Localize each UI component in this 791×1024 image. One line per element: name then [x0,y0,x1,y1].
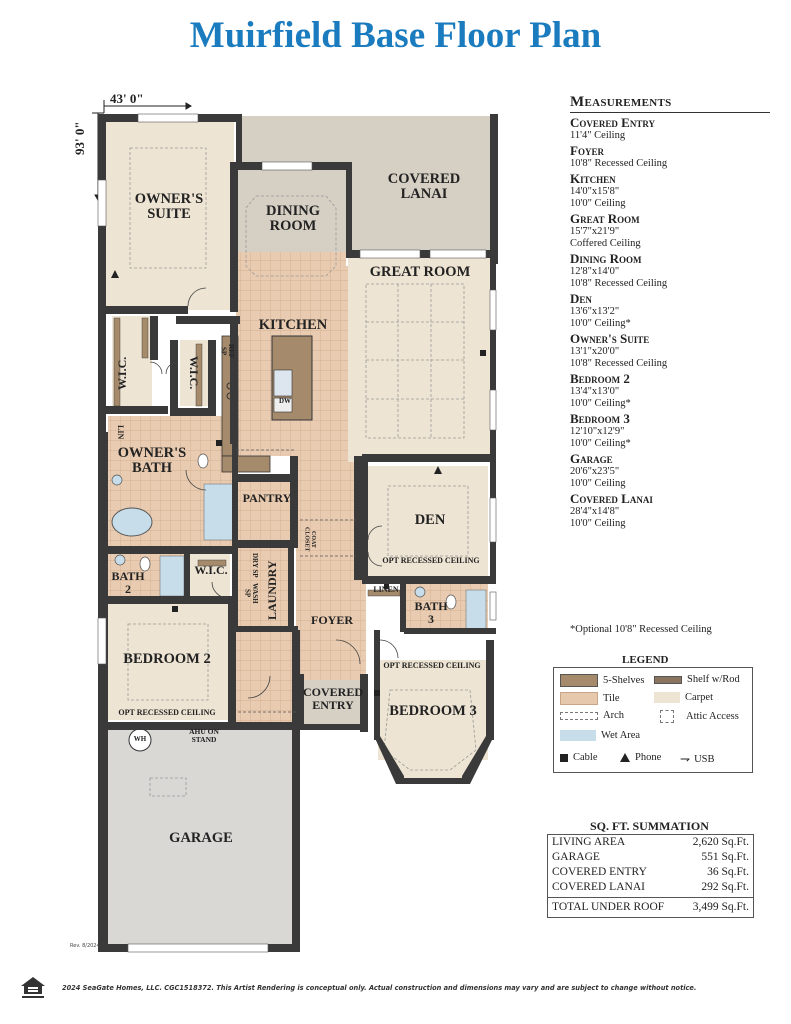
room-label-laundry: LAUNDRY [265,560,279,620]
equal-housing-icon [21,977,45,998]
room-label-bedroom3: BEDROOM 3 [389,703,477,719]
room-label-bath3: BATH 3 [414,599,448,626]
dishwasher: DW [278,397,292,405]
legend-carpet: Carpet [654,692,713,703]
arch-swatch [560,711,598,720]
measurement-item: Covered Lanai 28'4"x14'8" 10'0" Ceiling [570,491,653,530]
sqft-row: LIVING AREA 2,620 Sq.Ft. [552,836,749,848]
phone-icon [620,753,630,762]
measurement-item: Den 13'6"x13'2" 10'0" Ceiling* [570,291,631,330]
measurements-heading: Measurements [570,94,770,113]
coffered-ceiling [365,283,465,439]
legend-title: LEGEND [622,654,669,666]
optional-ceiling-note: *Optional 10'8" Recessed Ceiling [570,624,712,635]
room-label-wic-2: W.I.C. [187,356,201,390]
measurement-item: Foyer 10'8" Recessed Ceiling [570,143,668,170]
garage-floor [100,730,296,946]
measurement-item: Bedroom 3 12'10"x12'9" 10'0" Ceiling* [570,411,631,450]
water-heater: WH [133,735,147,743]
legend-arch: Arch [560,710,624,721]
legend-usb: ⇁ USB [680,752,715,766]
legend-phone: Phone [620,752,661,763]
legend-attic: Attic Access [654,710,739,723]
sqft-total-row: TOTAL UNDER ROOF 3,499 Sq.Ft. [548,897,753,917]
cable-icon [560,753,568,762]
wic2-floor [180,340,208,406]
room-label-kitchen: KITCHEN [258,317,328,333]
room-label-lin: LIN [116,424,125,440]
measurement-item: Kitchen 14'0"x15'8" 10'0" Ceiling [570,171,626,210]
legend-cable: Cable [560,752,598,763]
sqft-row: GARAGE 551 Sq.Ft. [552,851,749,863]
legend-box: 5-Shelves Shelf w/Rod Tile Carpet Arch A… [553,667,753,773]
covered-lanai-floor [238,116,490,252]
bath2-tub [159,555,185,597]
width-dimension: 43' 0" [110,91,144,106]
usb-icon: ⇁ [680,752,691,766]
ahu-on-stand: AHU ON STAND [189,727,219,744]
room-label-den: DEN [414,512,446,528]
page-title: Muirfield Base Floor Plan [189,15,602,56]
depth-dimension: 93' 0" [72,121,87,155]
measurement-item: Dining Room 12'8"x14'0" 10'8" Recessed C… [570,251,668,290]
room-label-garage: GARAGE [169,830,233,846]
legend-shelf-rod: Shelf w/Rod [654,674,740,685]
room-label-linen: LINEN [373,585,399,594]
room-label-covered-lanai: COVERED LANAI [387,171,461,203]
attic-swatch [660,710,674,723]
carpet-swatch [654,692,680,703]
washer-space: WASH SP [243,582,259,604]
room-label-owners-suite: OWNER'S SUITE [134,191,204,223]
sqft-row: COVERED LANAI 292 Sq.Ft. [552,881,749,893]
shelf-rod-swatch [654,675,682,684]
room-label-wic-1: W.I.C. [115,356,129,390]
laundry-floor [236,548,292,628]
revision-note: Rev. 8/2024 [70,943,100,949]
owners-suite-floor [106,122,234,310]
bedroom3-bay [378,740,488,778]
room-label-owners-bath: OWNER'S BATH [117,445,187,477]
covered-entry-floor [304,680,362,726]
room-label-bedroom2: BEDROOM 2 [123,651,211,667]
coat-closet: COAT CLOSET [303,526,316,552]
room-label-wic-3: W.I.C. [194,563,228,577]
fridge-space: REF SP [219,344,235,358]
great-room-floor [348,252,490,462]
footer-disclaimer: 2024 SeaGate Homes, LLC. CGC1518372. Thi… [62,984,697,992]
bath3-tub [465,589,487,631]
measurements-panel: Measurements Covered Entry 11'4" Ceiling… [570,94,770,532]
measurement-item: Covered Entry 11'4" Ceiling [570,115,655,142]
legend-tile: Tile [560,692,620,705]
bedroom2-opt-ceiling: OPT RECESSED CEILING [118,708,216,717]
room-label-pantry: PANTRY [242,491,292,505]
legend-shelves: 5-Shelves [560,674,644,687]
room-label-great-room: GREAT ROOM [369,264,471,280]
measurement-item: Bedroom 2 13'4"x13'0" 10'0" Ceiling* [570,371,631,410]
sqft-table: LIVING AREA 2,620 Sq.Ft. GARAGE 551 Sq.F… [547,834,754,918]
room-label-bath2: BATH 2 [111,569,145,596]
dryer-space: DRY SP [251,552,259,578]
bedroom3-opt-ceiling: OPT RECESSED CEILING [383,661,481,670]
measurement-item: Garage 20'6"x23'5" 10'0" Ceiling [570,451,626,490]
room-label-dining-room: DINING ROOM [266,203,320,235]
sqft-title: SQ. FT. SUMMATION [590,819,709,833]
pantry-floor [238,482,296,542]
shower [203,483,235,541]
legend-wet: Wet Area [560,730,640,741]
sqft-row: COVERED ENTRY 36 Sq.Ft. [552,866,749,878]
shelves-swatch [560,674,598,687]
wet-swatch [560,730,596,741]
measurement-item: Owner's Suite 13'1"x20'0" 10'8" Recessed… [570,331,668,370]
den-floor [364,466,488,578]
room-label-foyer: FOYER [311,613,353,627]
measurements-list: Covered Entry 11'4" Ceiling Foyer 10'8" … [570,116,770,530]
measurement-item: Great Room 15'7"x21'9" Coffered Ceiling [570,211,641,250]
room-label-covered-entry: COVERED ENTRY [302,685,363,712]
tile-swatch [560,692,598,705]
den-opt-ceiling: OPT RECESSED CEILING [382,556,480,565]
